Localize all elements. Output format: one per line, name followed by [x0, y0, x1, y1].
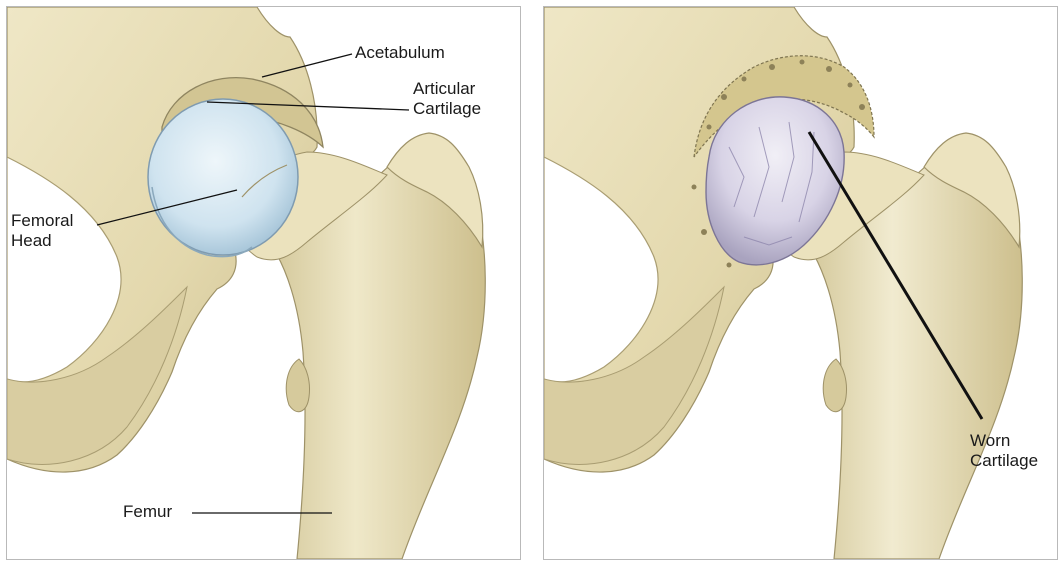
worn-cartilage-label-line-1: Worn — [970, 431, 1038, 451]
acetabulum-label: Acetabulum — [355, 43, 445, 63]
femoral-head-label-line-1: Femoral — [11, 211, 73, 231]
femoral-head-label-line-2: Head — [11, 231, 73, 251]
femur-label: Femur — [123, 502, 172, 522]
healthy-hip-panel: Acetabulum Articular Cartilage Femoral H… — [6, 6, 521, 560]
articular-cartilage-label: Articular Cartilage — [413, 79, 481, 119]
worn-cartilage-label: Worn Cartilage — [970, 431, 1038, 471]
arthritic-hip-illustration — [544, 7, 1057, 559]
arthritic-hip-panel: Worn Cartilage — [543, 6, 1058, 560]
articular-cartilage-label-line-1: Articular — [413, 79, 481, 99]
worn-cartilage-label-line-2: Cartilage — [970, 451, 1038, 471]
articular-cartilage-label-line-2: Cartilage — [413, 99, 481, 119]
femoral-head-label: Femoral Head — [11, 211, 73, 251]
